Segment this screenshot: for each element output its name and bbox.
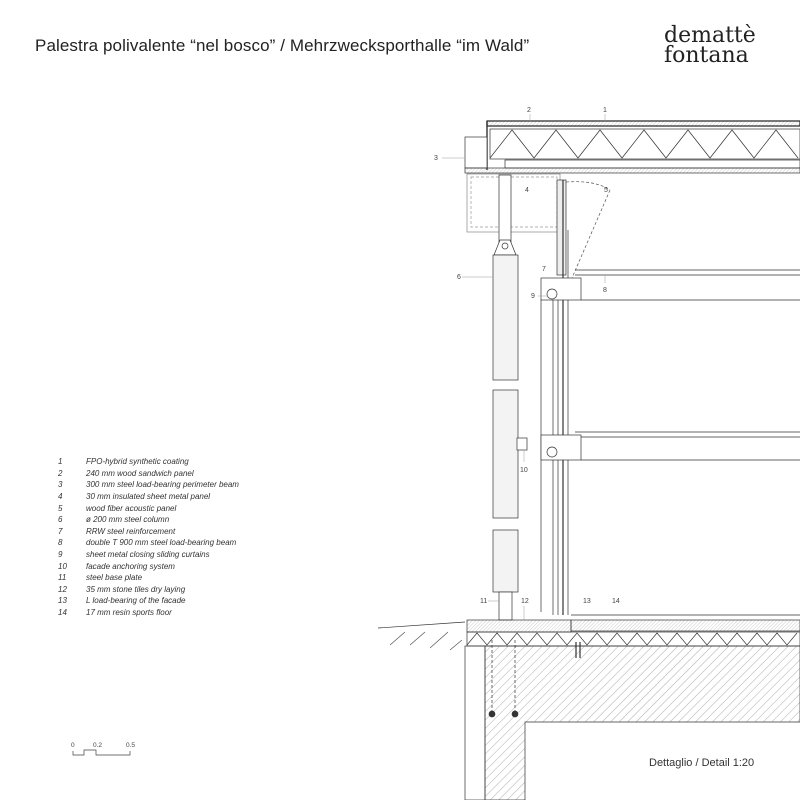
legend-text: 17 mm resin sports floor [86, 608, 172, 618]
legend-number: 2 [58, 468, 63, 478]
legend-number: 8 [58, 538, 63, 548]
legend-item: 5 wood fiber acoustic panel [55, 502, 239, 514]
legend-item: 7 RRW steel reinforcement [55, 526, 239, 538]
legend-number: 1 [58, 457, 63, 467]
callout-1: 2 [527, 107, 531, 114]
legend-item: 9 sheet metal closing sliding curtains [55, 549, 239, 561]
legend-number: 5 [58, 503, 63, 513]
scale-tick-0: 0 [71, 742, 75, 749]
legend-item: 1 FPO-hybrid synthetic coating [55, 456, 239, 468]
legend-item: 3 300 mm steel load-bearing perimeter bea… [55, 479, 239, 491]
legend-item: 14 17 mm resin sports floor [55, 607, 239, 619]
foundation [377, 614, 800, 800]
callouts [442, 114, 606, 620]
legend-item: 12 35 mm stone tiles dry laying [55, 584, 239, 596]
callout-11: 11 [480, 598, 487, 605]
callout-6: 6 [457, 274, 461, 281]
callout-3: 3 [434, 155, 438, 162]
callout-9: 9 [531, 293, 535, 300]
callout-2: 1 [603, 107, 607, 114]
legend-item: 2 240 mm wood sandwich panel [55, 468, 239, 480]
legend-item: 10 facade anchoring system [55, 560, 239, 572]
legend-number: 10 [58, 561, 67, 571]
legend-item: 4 30 mm insulated sheet metal panel [55, 491, 239, 503]
legend-item: 11 steel base plate [55, 572, 239, 584]
legend-item: 6 ø 200 mm steel column [55, 514, 239, 526]
callout-7: 7 [542, 266, 546, 273]
callout-14: 14 [612, 598, 620, 605]
callout-4: 4 [525, 187, 529, 194]
legend-text: 30 mm insulated sheet metal panel [86, 492, 211, 502]
callout-13: 13 [583, 598, 591, 605]
legend-number: 7 [58, 526, 63, 536]
steel-column [492, 174, 519, 621]
callout-5: 5 [604, 187, 608, 194]
legend-text: double T 900 mm steel load-bearing beam [86, 538, 237, 548]
legend-number: 4 [58, 492, 63, 502]
callout-8: 8 [603, 287, 607, 294]
drawing-title: Palestra polivalente “nel bosco” / Mehrz… [35, 36, 530, 55]
legend-text: L load-bearing of the facade [86, 596, 186, 606]
legend-number: 6 [58, 515, 63, 525]
detail-caption: Dettaglio / Detail 1:20 [649, 757, 755, 769]
legend-number: 12 [58, 584, 67, 594]
legend-text: steel base plate [86, 573, 143, 583]
legend-number: 9 [58, 550, 63, 560]
callout-12: 12 [521, 598, 529, 605]
legend-number: 3 [58, 480, 63, 490]
logo: demattè fontana [664, 23, 756, 68]
logo-line-1: demattè [664, 23, 756, 48]
scale-bar [72, 749, 131, 756]
legend-item: 8 double T 900 mm steel load-bearing beam [55, 537, 239, 549]
legend-text: facade anchoring system [86, 561, 175, 571]
facade [516, 179, 800, 615]
legend-text: 240 mm wood sandwich panel [86, 468, 194, 478]
legend-number: 11 [58, 573, 67, 583]
scale-tick-0-5: 0.5 [126, 742, 135, 749]
logo-line-2: fontana [664, 43, 749, 68]
legend-text: wood fiber acoustic panel [86, 503, 177, 513]
legend: 1 FPO-hybrid synthetic coating 2 240 mm woo… [55, 456, 239, 618]
callout-10: 10 [520, 467, 528, 474]
legend-text: 300 mm steel load-bearing perimeter beam [86, 480, 239, 490]
legend-item: 13 L load-bearing of the facade [55, 595, 239, 607]
scale-tick-0-2: 0.2 [93, 742, 102, 749]
legend-text: ø 200 mm steel column [86, 515, 170, 525]
legend-text: sheet metal closing sliding curtains [86, 550, 210, 560]
legend-text: RRW steel reinforcement [86, 526, 176, 536]
legend-text: 35 mm stone tiles dry laying [86, 584, 186, 594]
legend-number: 14 [58, 608, 67, 618]
legend-text: FPO-hybrid synthetic coating [86, 457, 189, 467]
legend-number: 13 [58, 596, 67, 606]
